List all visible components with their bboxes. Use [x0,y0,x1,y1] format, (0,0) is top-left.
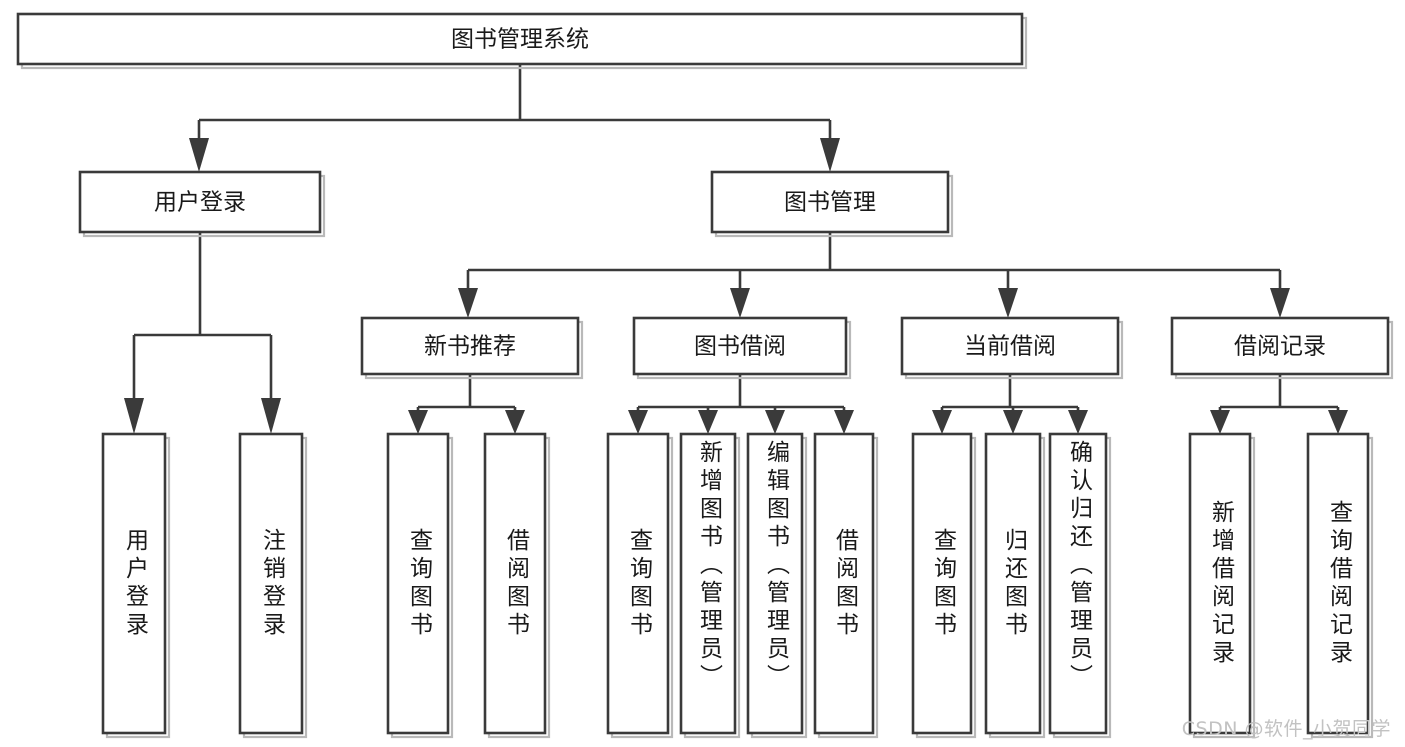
arrow-head-leaf-add-book [698,410,718,434]
leaf-box-confirm-return[interactable] [1048,432,1112,739]
node-root-label: 图书管理系统 [451,27,589,53]
node-book-borrow-label: 图书借阅 [694,334,786,360]
arrow-head-current-borrow [998,288,1018,318]
arrow-head-leaf-edit-book [765,410,785,434]
arrow-head-leaf-user-login [124,398,144,434]
arrow-head-leaf-query-book-2 [628,410,648,434]
arrow-head-leaf-query-record [1328,410,1348,434]
leaf-box-query-book-3[interactable] [911,432,977,739]
node-current-borrow[interactable]: 当前借阅 [900,316,1124,380]
leaf-box-query-book-1[interactable] [386,432,454,739]
leaf-box-user-login[interactable] [101,432,171,739]
node-book-manage[interactable]: 图书管理 [710,170,954,238]
leaf-box-edit-book[interactable] [746,432,808,739]
leaf-box-add-record[interactable] [1188,432,1256,739]
arrow-head-leaf-add-record [1210,410,1230,434]
arrow-head-book-manage [820,138,840,172]
connector-layer [124,64,1348,434]
arrow-head-book-borrow [730,288,750,318]
leaf-box-borrow-book-2[interactable] [813,432,879,739]
leaf-box-return-book[interactable] [984,432,1046,739]
leaf-box-add-book[interactable] [679,432,741,739]
arrow-head-new-book-recommend [458,288,478,318]
leaf-box-query-book-2[interactable] [606,432,674,739]
arrow-head-leaf-borrow-book-1 [505,410,525,434]
node-new-book-recommend-label: 新书推荐 [424,334,516,360]
node-root[interactable]: 图书管理系统 [16,12,1028,70]
leaf-box-borrow-book-1[interactable] [483,432,551,739]
node-book-borrow[interactable]: 图书借阅 [632,316,852,380]
arrow-head-leaf-logout [261,398,281,434]
leaf-box-logout[interactable] [238,432,308,739]
watermark-text: CSDN @软件_小贺同学 [1181,718,1391,740]
node-new-book-recommend[interactable]: 新书推荐 [360,316,584,380]
leaf-box-group [101,432,1374,739]
node-book-manage-label: 图书管理 [784,190,876,216]
node-borrow-record-label: 借阅记录 [1234,334,1326,360]
node-borrow-record[interactable]: 借阅记录 [1170,316,1394,380]
node-current-borrow-label: 当前借阅 [964,334,1056,360]
arrow-head-leaf-borrow-book-2 [834,410,854,434]
node-user-login[interactable]: 用户登录 [78,170,326,238]
arrow-head-user-login [189,138,209,172]
node-user-login-label: 用户登录 [154,190,246,216]
arrow-head-leaf-confirm-return [1068,410,1088,434]
leaf-box-query-record[interactable] [1306,432,1374,739]
arrow-head-leaf-query-book-1 [408,410,428,434]
arrow-head-leaf-query-book-3 [932,410,952,434]
arrow-head-borrow-record [1270,288,1290,318]
arrow-head-leaf-return-book [1003,410,1023,434]
node-layer: 图书管理系统 用户登录 图书管理 新书推荐 [16,12,1394,739]
